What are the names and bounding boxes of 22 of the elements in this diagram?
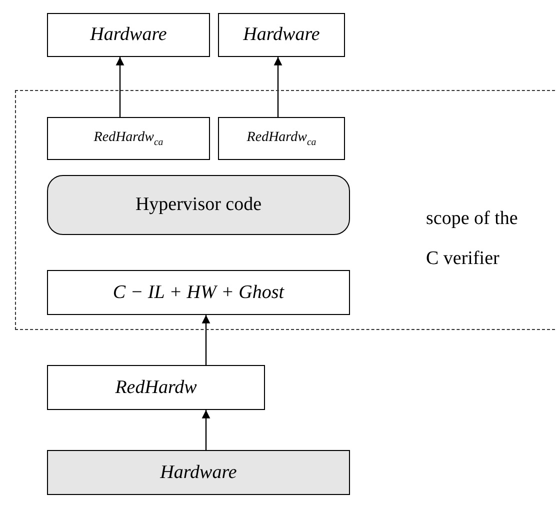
box-label: RedHardw$_{ca}$ [94, 130, 164, 148]
component-box [47, 270, 350, 315]
process-box [47, 175, 350, 235]
scope-region [15, 90, 555, 330]
box-label: RedHardw [115, 376, 197, 398]
component-box [47, 450, 350, 495]
box-label: Hypervisor code [135, 194, 262, 216]
component-box [218, 117, 345, 160]
arrow [274, 57, 282, 117]
box-label: Hardware [160, 462, 237, 484]
arrow [116, 57, 124, 117]
box-label: RedHardw$_{ca}$ [246, 130, 316, 148]
component-box [47, 13, 210, 57]
box-label: C − IL + HW + Ghost [112, 282, 284, 304]
component-box [47, 117, 210, 160]
box-label: Hardware [243, 24, 320, 46]
box-label: Hardware [90, 24, 167, 46]
component-box [47, 365, 265, 410]
component-box [218, 13, 345, 57]
arrow [202, 410, 210, 450]
scope-label: scope of the C verifier [426, 207, 518, 271]
arrow [202, 315, 210, 365]
